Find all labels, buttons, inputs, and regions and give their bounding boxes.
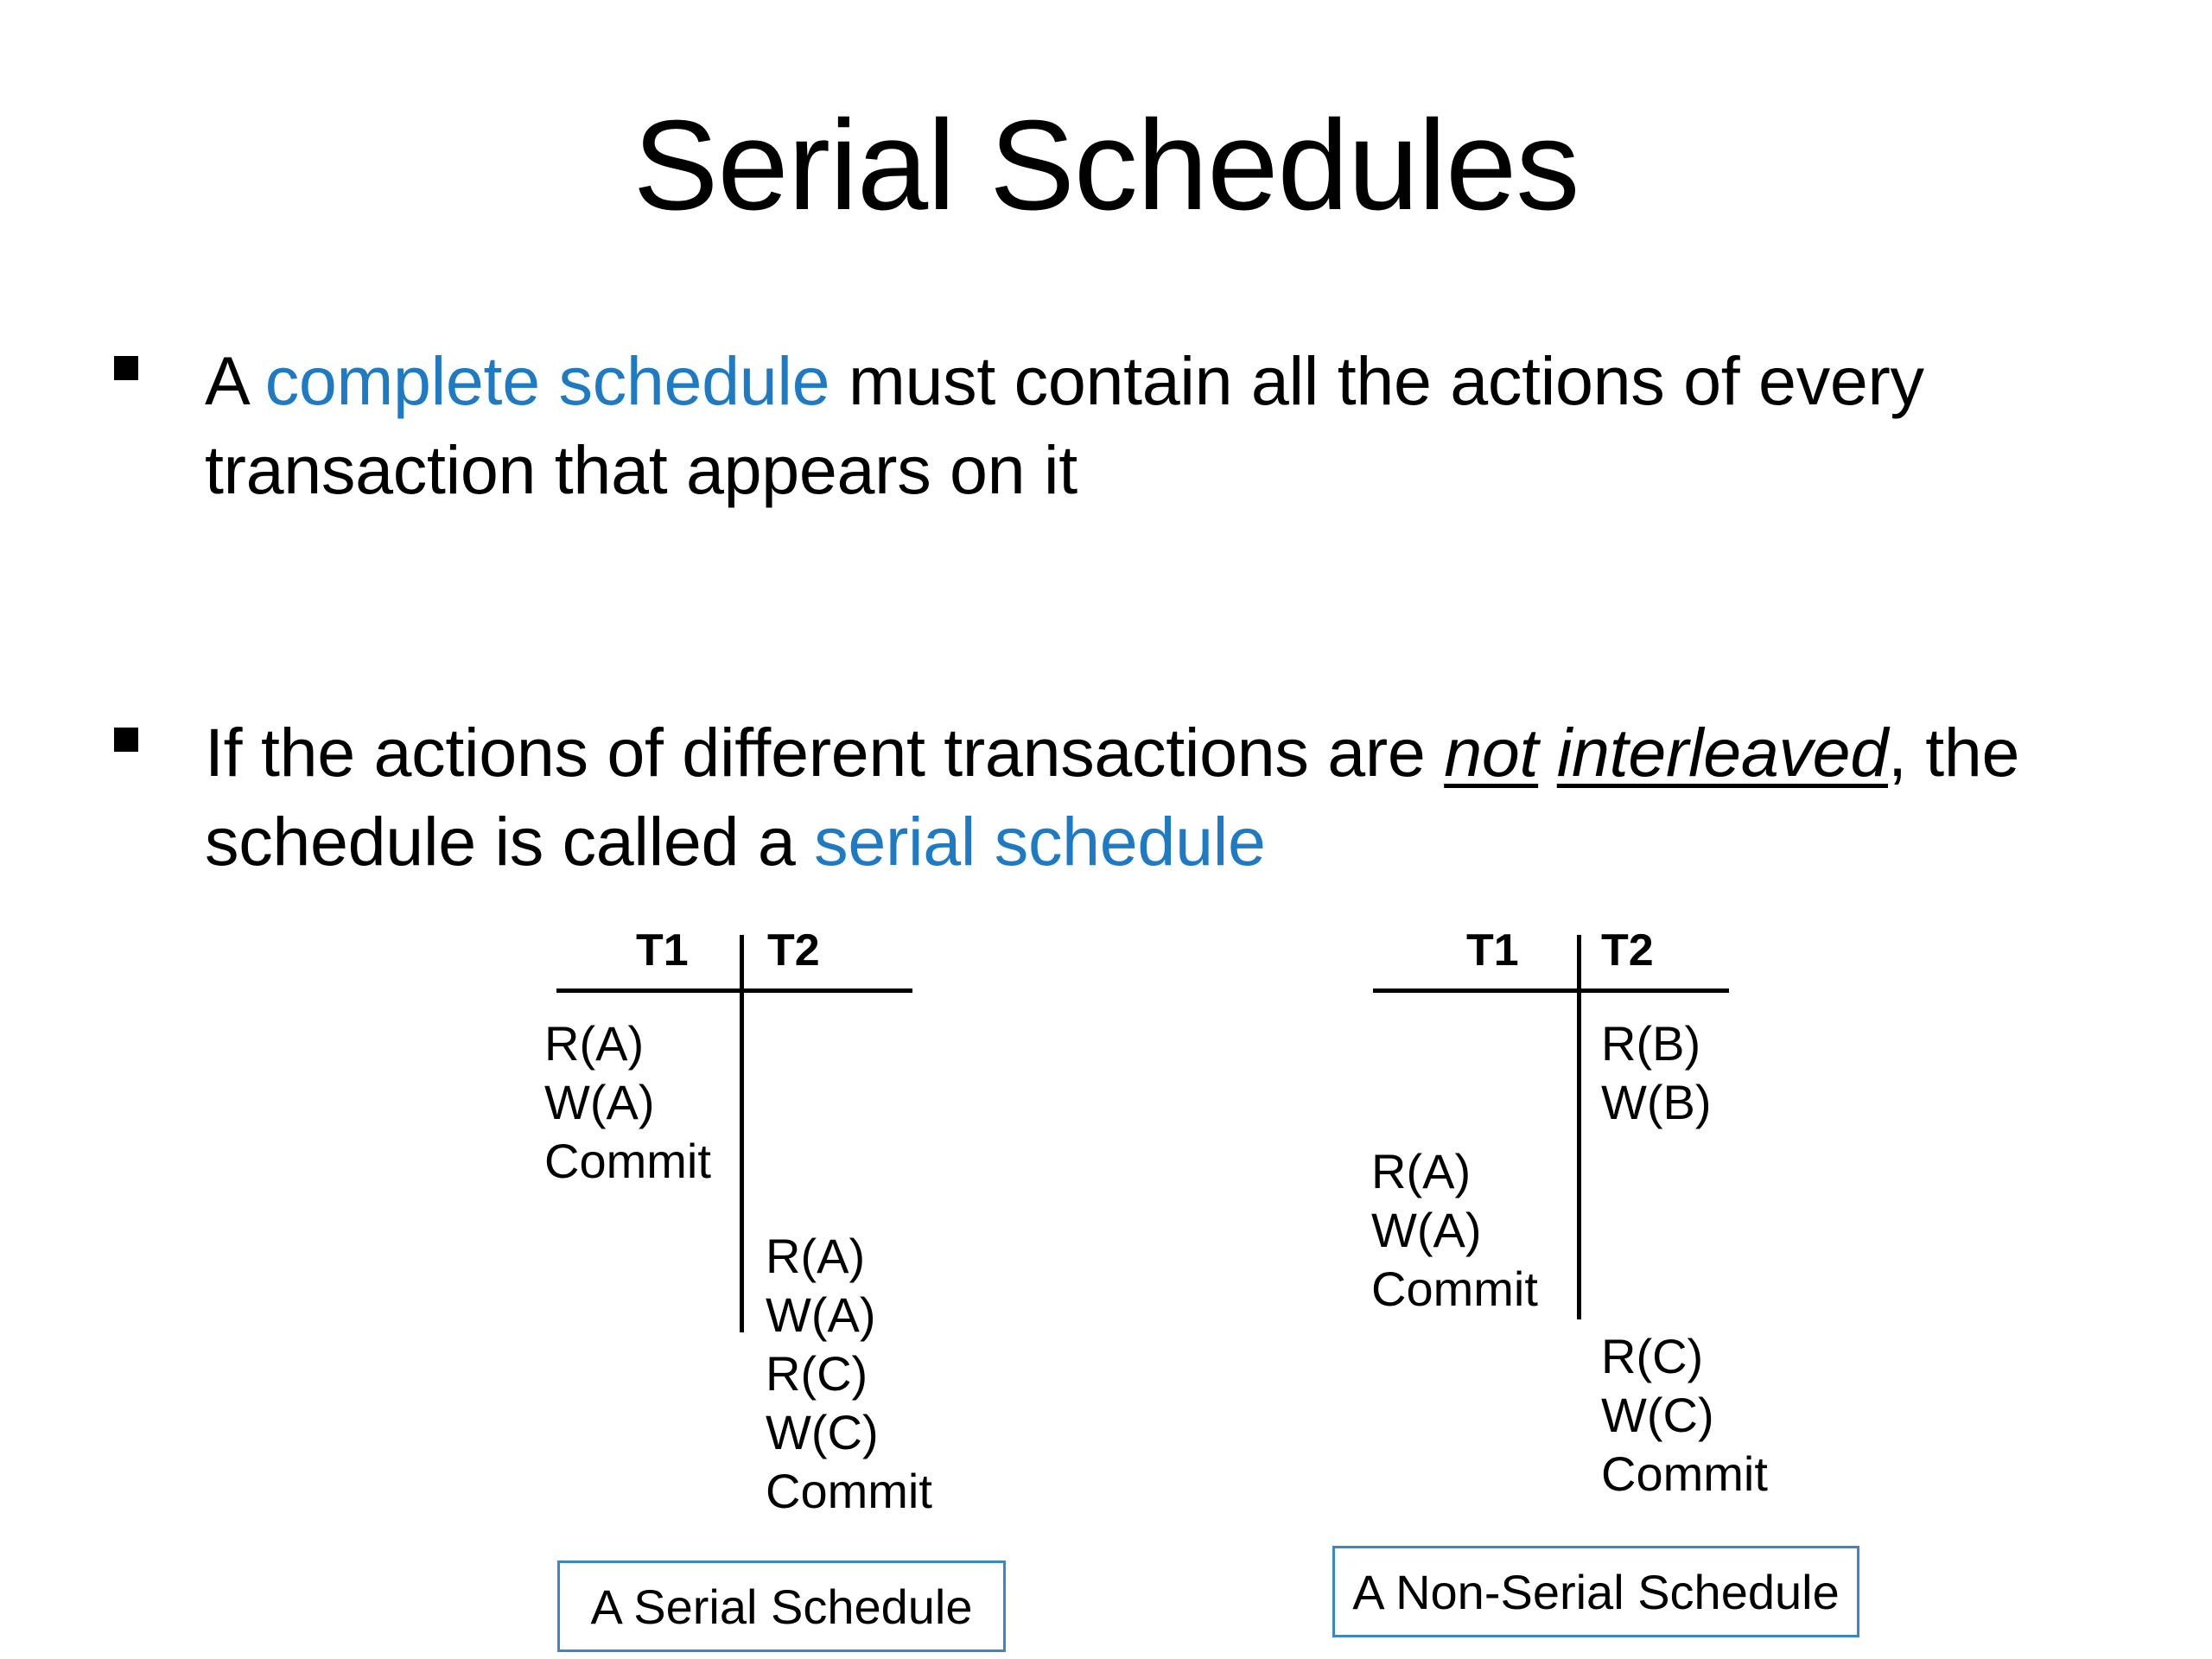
op-cell: R(B): [1601, 1016, 1701, 1071]
column-header-t2: T2: [767, 925, 820, 976]
op-cell: W(C): [1601, 1388, 1714, 1442]
non-serial-schedule-caption-label: A Non-Serial Schedule: [1352, 1564, 1840, 1619]
op-cell: Commit: [544, 1134, 711, 1188]
serial-column-divider: [740, 935, 744, 1332]
bullet-1-part-1: A: [205, 342, 265, 419]
non-serial-column-divider: [1577, 935, 1581, 1319]
column-header-t2: T2: [1601, 925, 1654, 976]
bullet-2-emphasis-interleaved: interleaved: [1556, 714, 1888, 791]
bullet-item-1: A complete schedule must contain all the…: [114, 337, 2126, 514]
bullet-1-accent-term: complete schedule: [264, 342, 830, 419]
op-cell: W(B): [1601, 1075, 1712, 1129]
column-header-t1: T1: [636, 925, 689, 976]
non-serial-schedule-caption-box: A Non-Serial Schedule: [1332, 1546, 1859, 1637]
bullet-1-part-3: must contain all the actions of every tr…: [205, 342, 1924, 508]
bullet-1-text: A complete schedule must contain all the…: [205, 337, 2126, 514]
op-cell: W(A): [1371, 1203, 1482, 1257]
serial-header-rule: [556, 988, 912, 993]
bullet-2-part-4: , the schedule is called a: [205, 714, 2020, 880]
serial-schedule-caption-box: A Serial Schedule: [557, 1560, 1006, 1652]
bullet-2-text: If the actions of different transactions…: [205, 709, 2126, 886]
column-header-t1: T1: [1466, 925, 1519, 976]
bullet-2-accent-term: serial schedule: [814, 802, 1266, 880]
square-bullet-icon: [114, 728, 138, 752]
op-cell: W(C): [766, 1405, 879, 1459]
non-serial-schedule-header-row: T1 T2: [1361, 925, 1767, 985]
serial-schedule-table: T1 T2 R(A) W(A) Commit R(A) W(A) R(C) W(…: [544, 925, 933, 1599]
serial-schedule-caption-label: A Serial Schedule: [590, 1579, 973, 1634]
non-serial-schedule-table: T1 T2 R(A) W(A) Commit R(B) W(B) R(C) W(…: [1361, 925, 1768, 1599]
op-cell: Commit: [1601, 1446, 1768, 1501]
square-bullet-icon: [114, 356, 138, 380]
op-cell: R(A): [544, 1016, 645, 1071]
bullet-2-emphasis-not: not: [1444, 714, 1539, 791]
op-cell: R(C): [1601, 1329, 1704, 1383]
bullet-item-2: If the actions of different transactions…: [114, 709, 2126, 886]
op-cell: Commit: [766, 1464, 932, 1518]
serial-schedule-header-row: T1 T2: [544, 925, 933, 985]
op-cell: W(A): [544, 1075, 655, 1129]
op-cell: R(A): [766, 1229, 866, 1283]
op-cell: R(A): [1371, 1144, 1471, 1198]
bullet-2-space: [1538, 714, 1557, 791]
page-title: Serial Schedules: [632, 94, 1580, 237]
op-cell: Commit: [1371, 1262, 1538, 1316]
op-cell: W(A): [766, 1287, 876, 1342]
bullet-2-part-1: If the actions of different transactions…: [205, 714, 1445, 791]
op-cell: R(C): [766, 1346, 868, 1401]
non-serial-header-rule: [1373, 988, 1729, 993]
